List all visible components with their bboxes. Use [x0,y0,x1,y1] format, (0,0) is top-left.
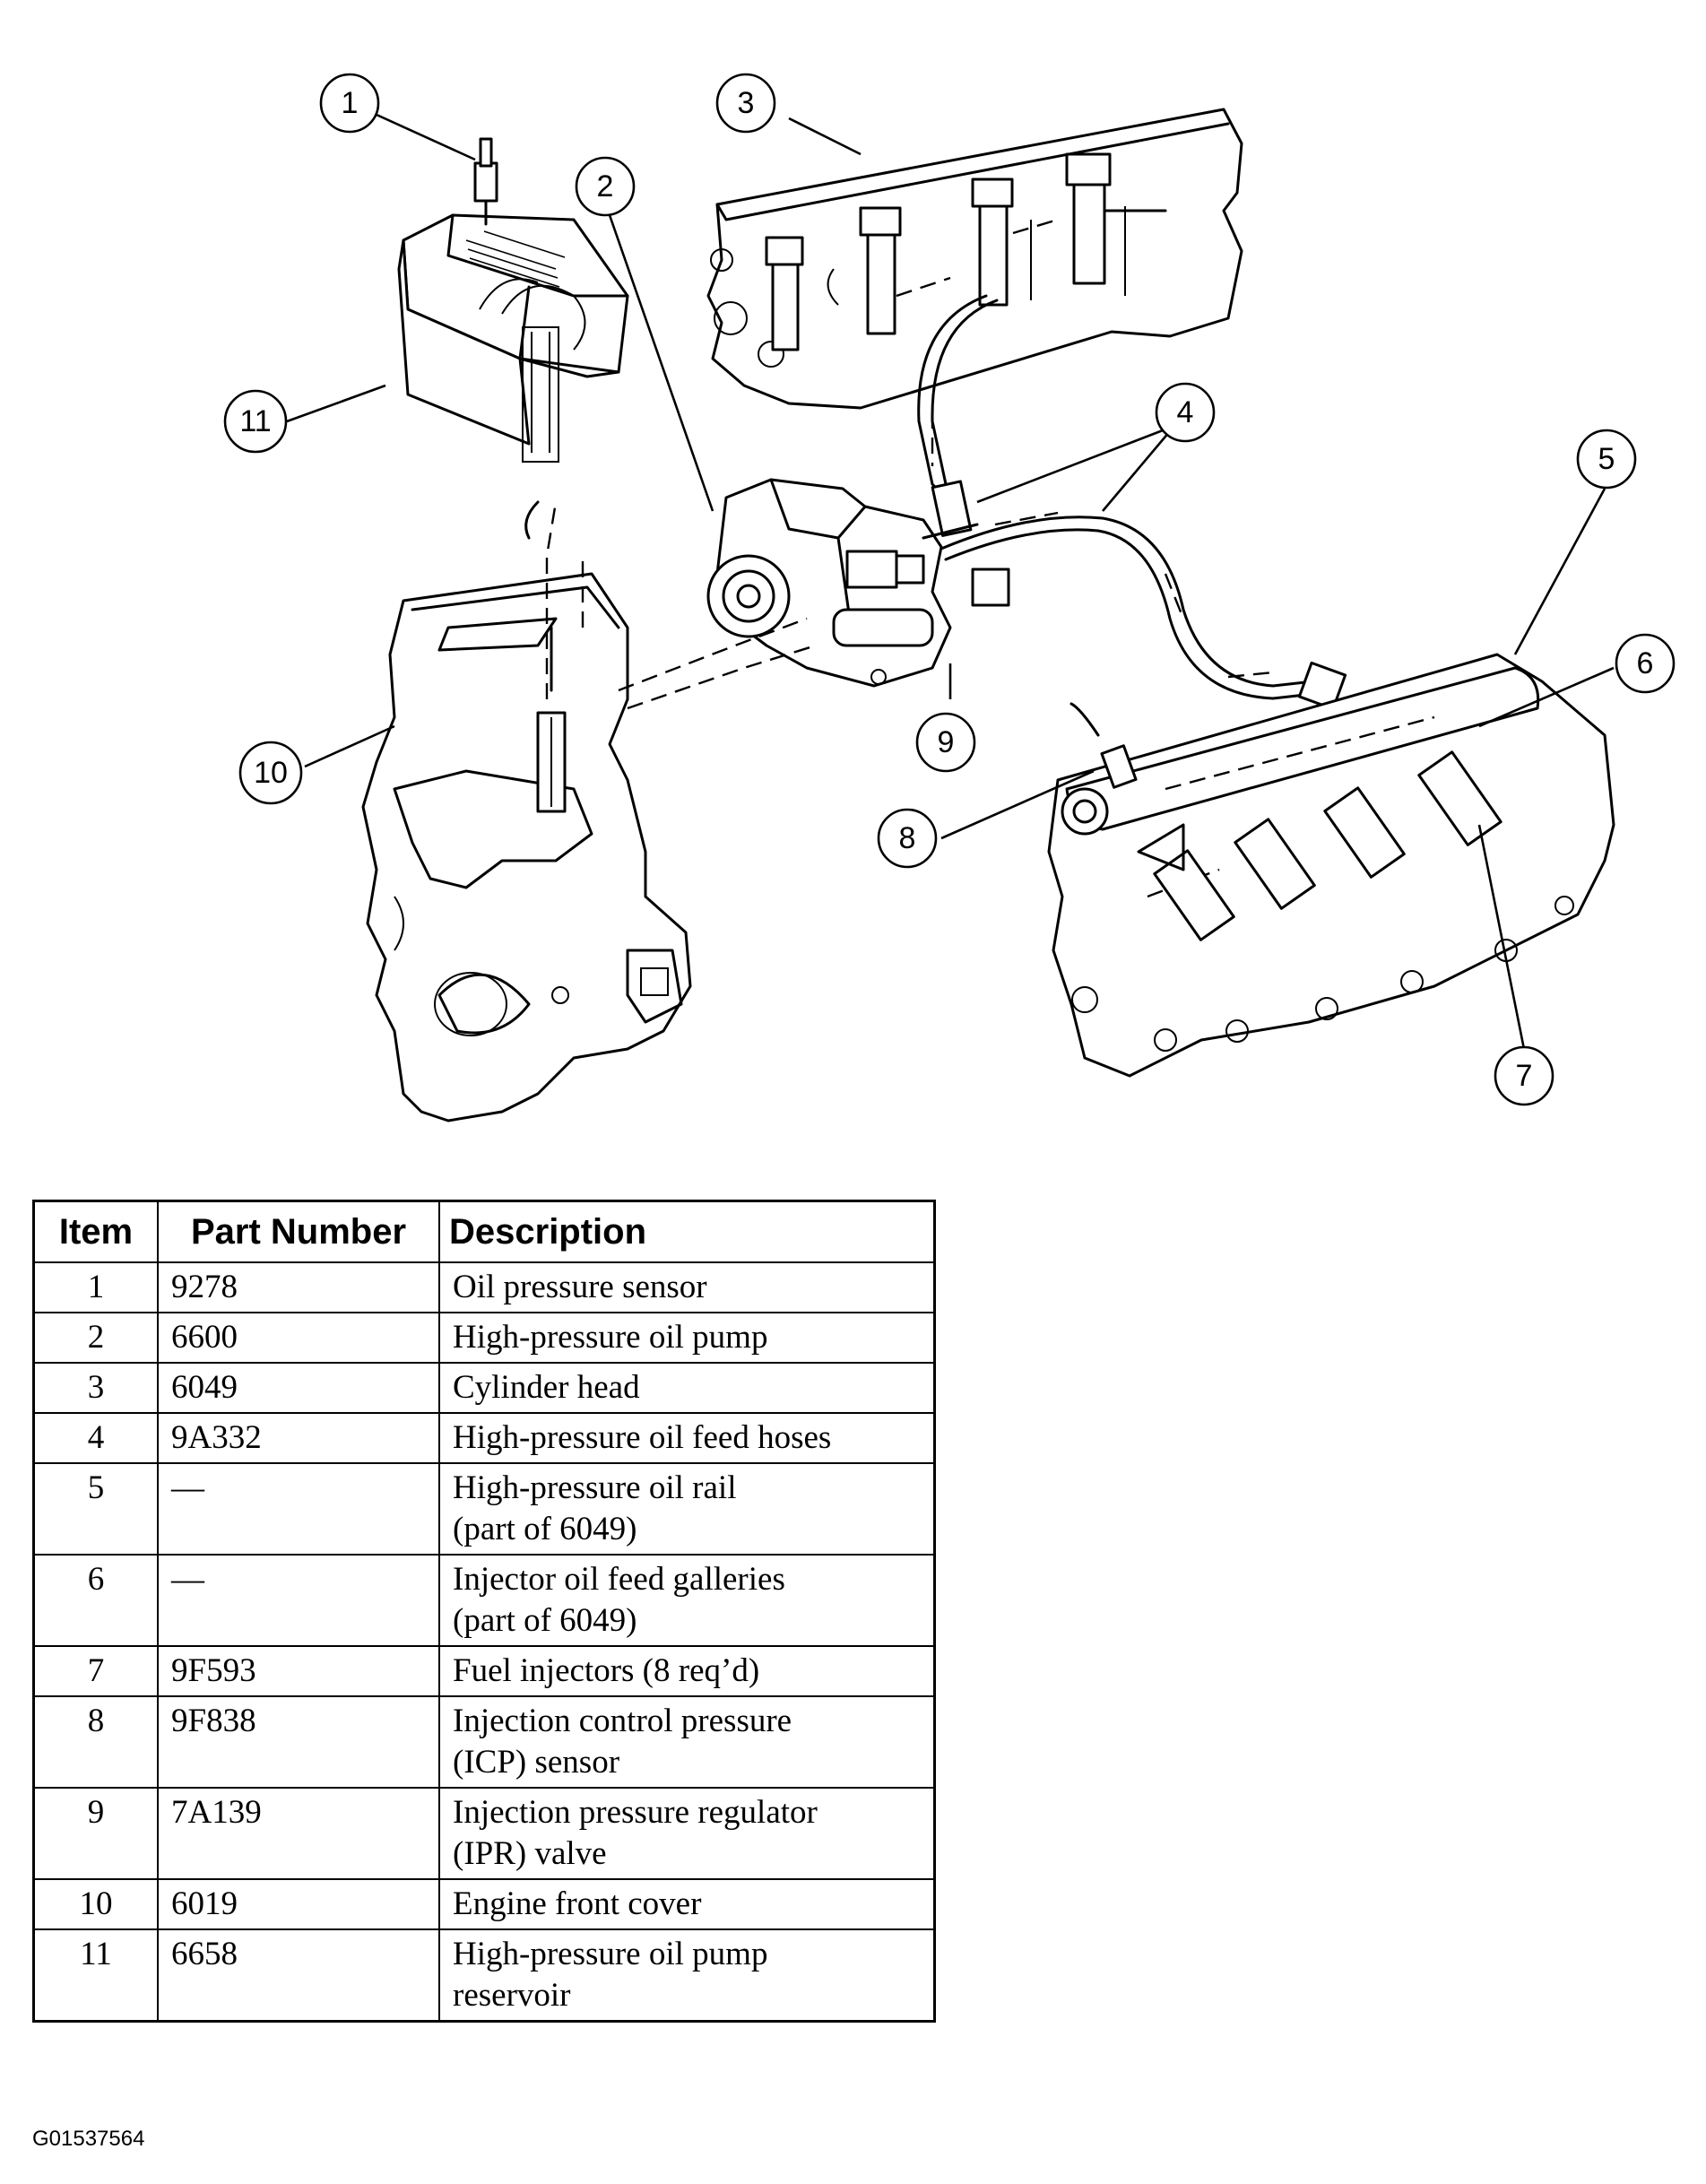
svg-text:4: 4 [1177,395,1194,429]
callout-9: 9 [915,712,976,773]
figure-id: G01537564 [32,2127,145,2151]
callout-11: 11 [223,389,288,454]
table-row: 6— Injector oil feed galleries (part of 60… [32,1554,936,1647]
description-line: Fuel injectors (8 req’d) [453,1652,760,1689]
engine-oil-system-diagram: 1 2 3 4 5 6 7 8 9 10 11 [223,73,1676,1122]
table-row: 5— High-pressure oil rail (part of 6049) [32,1462,936,1556]
part-number: 6658 [157,1928,440,2023]
part-number: 9278 [157,1261,440,1313]
part-description: Cylinder head [438,1362,936,1414]
description-line: (ICP) sensor [453,1744,620,1781]
description-line: High-pressure oil feed hoses [453,1419,832,1456]
svg-text:7: 7 [1516,1059,1533,1093]
svg-text:9: 9 [938,725,955,759]
description-line: (part of 6049) [453,1602,637,1639]
description-line: Injection pressure regulator [453,1794,818,1831]
svg-text:5: 5 [1598,442,1615,476]
callout-8: 8 [877,808,938,869]
column-header-part-number: Part Number [157,1200,440,1263]
high-pressure-oil-pump [706,478,1010,688]
part-description: Injector oil feed galleries (part of 6049… [438,1554,936,1647]
svg-text:8: 8 [899,821,916,855]
oil-pump-reservoir [397,137,629,463]
part-description: Oil pressure sensor [438,1261,936,1313]
part-description: Injection pressure regulator (IPR) valve [438,1787,936,1880]
description-line: Injector oil feed galleries [453,1561,785,1598]
part-description: High-pressure oil pump reservoir [438,1928,936,2023]
part-number: — [157,1462,440,1556]
part-description: Injection control pressure (ICP) sensor [438,1695,936,1789]
item-number: 11 [32,1928,159,2023]
description-line: Injection control pressure [453,1703,792,1739]
column-header-item: Item [32,1200,159,1263]
callout-4: 4 [1155,382,1216,443]
description-line: High-pressure oil rail [453,1469,737,1506]
part-description: High-pressure oil pump [438,1312,936,1364]
part-description: Engine front cover [438,1878,936,1930]
part-number: 6049 [157,1362,440,1414]
part-description: High-pressure oil feed hoses [438,1412,936,1464]
part-number: 9F593 [157,1645,440,1697]
callout-7: 7 [1494,1045,1554,1106]
column-header-description: Description [438,1200,936,1263]
callout-10: 10 [238,741,303,805]
callout-3: 3 [715,73,776,134]
svg-text:10: 10 [254,756,288,790]
svg-text:11: 11 [239,404,271,438]
item-number: 3 [32,1362,159,1414]
part-description: High-pressure oil rail (part of 6049) [438,1462,936,1556]
cylinder-head-rail [1047,653,1615,1078]
callout-2: 2 [575,156,636,217]
description-line: reservoir [453,1977,571,2014]
svg-text:2: 2 [597,169,614,204]
description-line: Oil pressure sensor [453,1269,707,1305]
part-number: 7A139 [157,1787,440,1880]
callout-6: 6 [1615,633,1676,694]
part-number: 9F838 [157,1695,440,1789]
description-line: (IPR) valve [453,1835,607,1872]
table-header-row: Item Part Number Description [32,1200,936,1263]
item-number: 6 [32,1554,159,1647]
description-line: (part of 6049) [453,1511,637,1547]
cylinder-head-top [706,108,1243,410]
svg-text:6: 6 [1637,646,1654,680]
svg-text:3: 3 [738,86,755,120]
callout-5: 5 [1576,429,1637,490]
part-description: Fuel injectors (8 req’d) [438,1645,936,1697]
item-number: 8 [32,1695,159,1789]
description-line: Engine front cover [453,1885,702,1922]
item-number: 5 [32,1462,159,1556]
part-number: 9A332 [157,1412,440,1464]
item-number: 9 [32,1787,159,1880]
item-number: 7 [32,1645,159,1697]
part-number: — [157,1554,440,1647]
item-number: 2 [32,1312,159,1364]
svg-text:1: 1 [342,86,359,120]
callout-1: 1 [319,73,380,134]
item-number: 4 [32,1412,159,1464]
item-number: 1 [32,1261,159,1313]
part-number: 6019 [157,1878,440,1930]
engine-front-cover [361,572,692,1122]
item-number: 10 [32,1878,159,1930]
description-line: High-pressure oil pump [453,1936,768,1972]
description-line: High-pressure oil pump [453,1319,768,1356]
part-number: 6600 [157,1312,440,1364]
description-line: Cylinder head [453,1369,640,1406]
